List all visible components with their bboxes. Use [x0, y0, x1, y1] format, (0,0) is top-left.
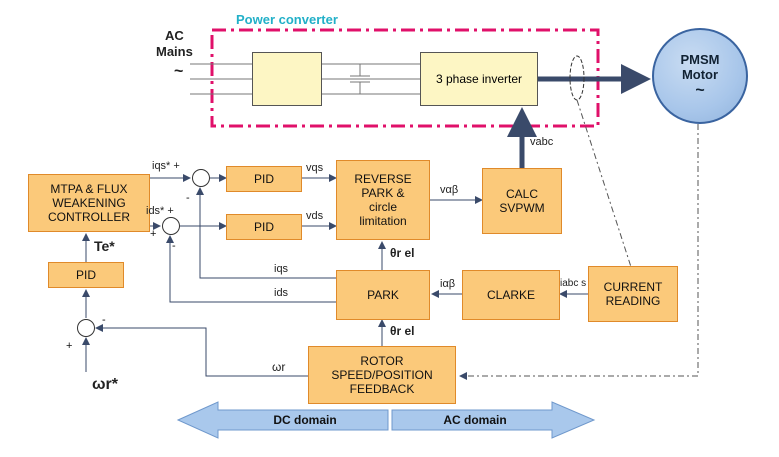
q-minus-sign: - — [186, 192, 190, 204]
theta-top-label: θr el — [390, 246, 415, 260]
d-summing-junction — [162, 217, 180, 235]
mtpa-controller-block: MTPA & FLUX WEAKENING CONTROLLER — [28, 174, 150, 232]
ids-label: ids — [274, 287, 289, 299]
power-converter-title: Power converter — [236, 12, 338, 27]
pid-d-block: PID — [226, 214, 302, 240]
reverse-park-block: REVERSE PARK & circle limitation — [336, 160, 430, 240]
park-block: PARK — [336, 270, 430, 320]
ids-feedback-line — [166, 235, 336, 303]
clarke-block: CLARKE — [462, 270, 560, 320]
rectifier-block — [252, 52, 322, 106]
vds-label: vds — [306, 210, 324, 222]
d-plus-sign: + — [150, 228, 157, 240]
ids-ref-label: ids* + — [146, 205, 174, 217]
iabcs-label: iabc s — [560, 278, 587, 289]
q-summing-junction — [192, 169, 210, 187]
svpwm-block: CALC SVPWM — [482, 168, 562, 234]
motor-line2: Motor — [681, 67, 719, 82]
iqs-ref-label: iqs* + — [152, 160, 180, 172]
ac-mains-symbol: ~ — [174, 63, 184, 80]
te-ref-label: Te* — [94, 238, 115, 254]
ac-domain-label: AC domain — [443, 413, 507, 427]
iqs-label: iqs — [274, 263, 289, 275]
current-reading-block: CURRENT READING — [588, 266, 678, 322]
ac-mains-label: AC Mains — [156, 28, 193, 59]
pid-speed-block: PID — [48, 262, 124, 288]
vabc-label: vabc — [530, 136, 554, 148]
theta-bottom-label: θr el — [390, 324, 415, 338]
pmsm-motor: PMSM Motor ~ — [652, 28, 748, 124]
iqs-feedback-line — [196, 187, 336, 279]
motor-to-rotor-feedback — [459, 124, 699, 380]
pid-q-block: PID — [226, 166, 302, 192]
speed-plus-sign: + — [66, 340, 73, 352]
ac-domain-arrow — [391, 401, 596, 439]
dc-domain-label: DC domain — [273, 413, 337, 427]
capacitor-icon — [350, 64, 370, 94]
vqs-label: vqs — [306, 162, 324, 174]
omega-r-label: ωr — [272, 360, 286, 374]
motor-symbol: ~ — [695, 82, 705, 99]
motor-line1: PMSM — [680, 52, 720, 67]
speed-summing-junction — [77, 319, 95, 337]
sensor-to-current-reading — [576, 99, 633, 271]
speed-minus-sign: - — [102, 314, 106, 326]
ialphabeta-label: iαβ — [440, 278, 456, 290]
d-minus-sign: - — [172, 240, 176, 252]
inverter-block: 3 phase inverter — [420, 52, 538, 106]
omega-ref-label: ωr* — [92, 376, 118, 393]
valphabeta-label: vαβ — [440, 184, 459, 196]
dc-domain-arrow — [176, 401, 389, 439]
rotor-feedback-block: ROTOR SPEED/POSITION FEEDBACK — [308, 346, 456, 404]
omega-feedback-line — [95, 324, 308, 377]
